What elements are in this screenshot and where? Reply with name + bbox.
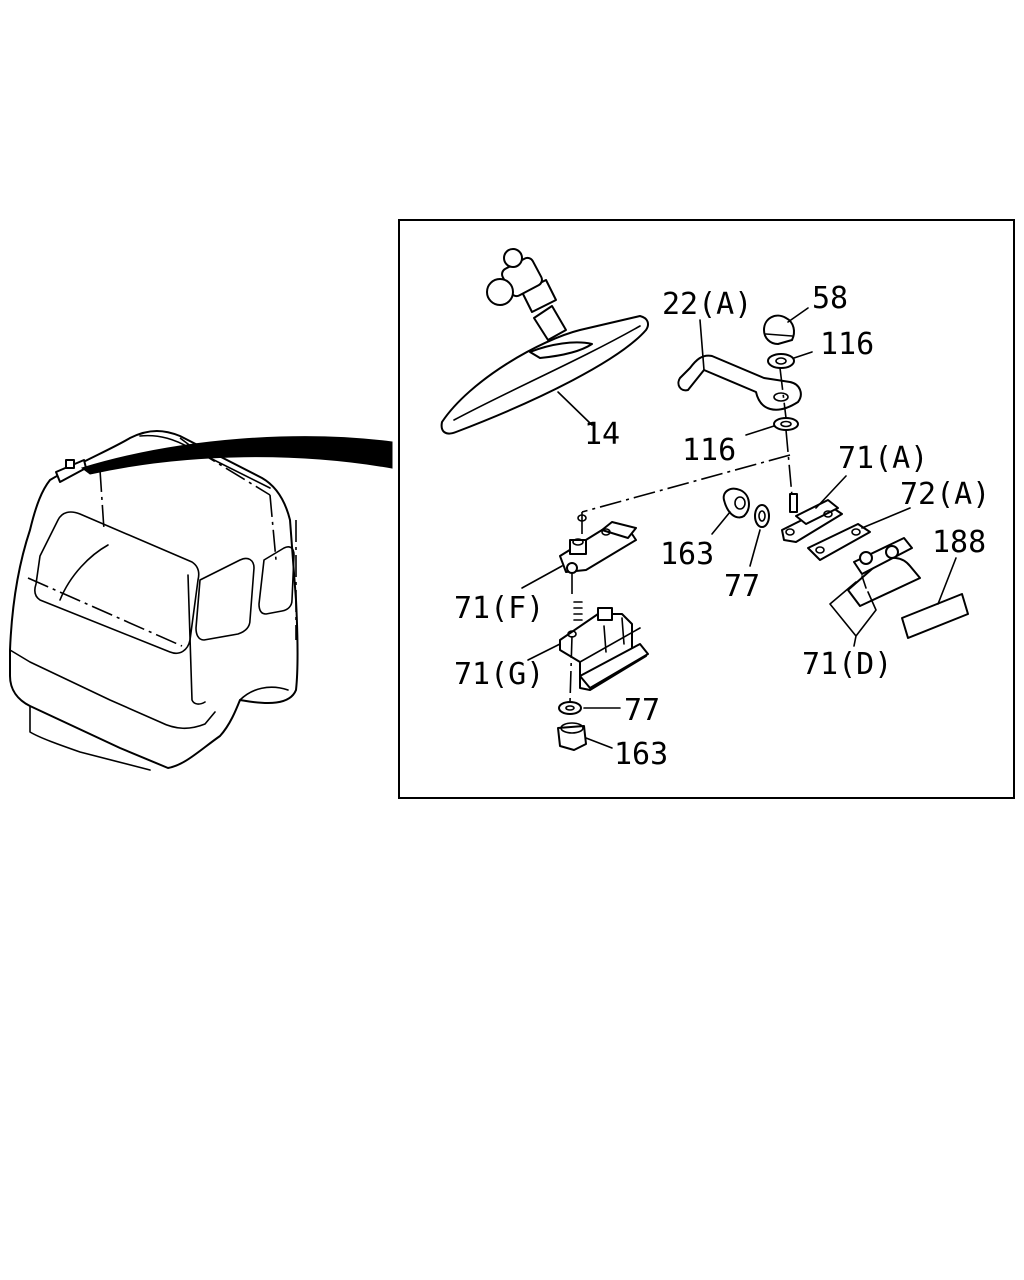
callout-71d: 71(D)	[802, 647, 892, 682]
callout-71a: 71(A)	[838, 441, 928, 476]
callout-188: 188	[932, 525, 986, 560]
callout-77-top: 77	[724, 569, 760, 604]
label-plate	[901, 593, 969, 639]
gasket-72a	[807, 523, 871, 561]
callout-163-top: 163	[660, 537, 714, 572]
cab-overview-illustration	[9, 430, 299, 771]
assembly-lines	[569, 367, 793, 703]
washer-77-top	[754, 504, 770, 528]
cap-nut	[763, 314, 795, 345]
callout-14: 14	[584, 417, 620, 452]
bracket-71d	[847, 537, 921, 607]
callout-wedge	[80, 436, 393, 475]
callout-77-bottom: 77	[624, 693, 660, 728]
bracket-71g	[559, 601, 649, 691]
callout-116-top: 116	[820, 327, 874, 362]
nut-163-top	[722, 487, 750, 519]
callout-58: 58	[812, 281, 848, 316]
callout-71f: 71(F)	[454, 591, 544, 626]
washer-77-bottom	[558, 701, 582, 715]
nut-163-bottom	[557, 722, 587, 751]
washer-mid	[773, 417, 799, 431]
callout-22a: 22(A)	[662, 287, 752, 322]
detail-frame	[398, 219, 1015, 799]
callout-72a: 72(A)	[900, 477, 990, 512]
callout-163-bottom: 163	[614, 737, 668, 772]
bracket-71a	[781, 493, 843, 543]
callout-71g: 71(G)	[454, 657, 544, 692]
washer-top	[767, 353, 795, 369]
bracket-71f	[559, 514, 637, 574]
callout-116-mid: 116	[682, 433, 736, 468]
rear-view-mirror	[440, 248, 649, 435]
leader-lines	[521, 307, 957, 749]
